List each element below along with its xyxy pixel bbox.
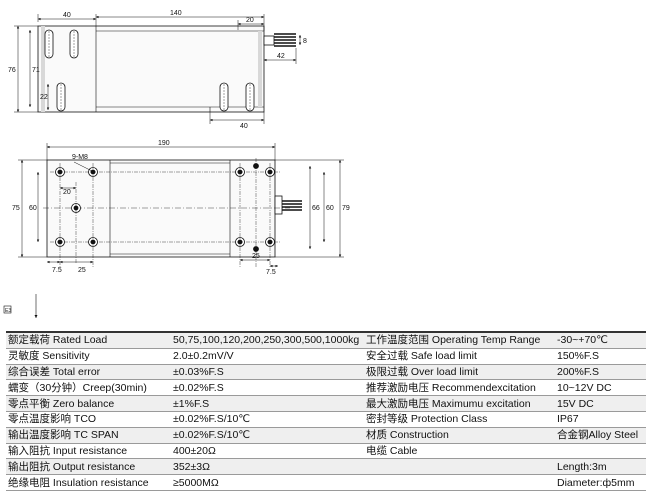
spec-value-2: 合金钢Alloy Steel — [555, 426, 646, 444]
dim-label: 71 — [32, 67, 40, 74]
spec-value: ≥5000MΩ — [171, 474, 364, 491]
dim-label: 7.5 — [266, 269, 276, 276]
spec-value: ±0.03%F.S — [171, 363, 364, 380]
small-connector-marker: E3 — [3, 294, 38, 318]
dim-label: 22 — [40, 94, 48, 101]
spec-label: 额定载荷 Rated Load — [6, 330, 171, 349]
dim-label: 20 — [246, 17, 254, 24]
spec-value: 50,75,100,120,200,250,300,500,1000kg — [171, 330, 364, 349]
spec-row: 绝缘电阻 Insulation resistance≥5000MΩ Diamete… — [6, 474, 646, 491]
dim-label: 7.5 — [52, 267, 62, 274]
spec-label: 灵敏度 Sensitivity — [6, 347, 171, 365]
spec-value-2: -30~+70℃ — [555, 330, 646, 349]
dim-label: 40 — [240, 123, 248, 130]
dim-label: 190 — [158, 140, 170, 147]
dim-label: 8 — [303, 38, 307, 45]
spec-value-2: 15V DC — [555, 395, 646, 412]
spec-label-2 — [364, 458, 555, 475]
spec-label-2: 安全过载 Safe load limit — [364, 347, 555, 365]
dim-label: 25 — [78, 267, 86, 274]
spec-value: 2.0±0.2mV/V — [171, 347, 364, 365]
spec-label-2: 推荐激励电压 Recommendexcitation — [364, 379, 555, 396]
top-view — [14, 14, 302, 124]
dim-label: 60 — [29, 205, 37, 212]
spec-label-2: 极限过载 Over load limit — [364, 363, 555, 380]
spec-label: 绝缘电阻 Insulation resistance — [6, 474, 171, 491]
spec-label: 零点平衡 Zero balance — [6, 395, 171, 412]
spec-label-2: 工作温度范围 Operating Temp Range — [364, 330, 555, 349]
spec-value-2: IP67 — [555, 410, 646, 428]
dim-label: 75 — [12, 205, 20, 212]
dim-label: 20 — [63, 189, 71, 196]
cable-gland — [263, 33, 296, 47]
spec-value-2: 150%F.S — [555, 347, 646, 365]
spec-label-2: 最大激励电压 Maximumu excitation — [364, 395, 555, 412]
dim-label: 60 — [326, 205, 334, 212]
spec-value-2: 10~12V DC — [555, 379, 646, 396]
spec-label-2 — [364, 474, 555, 491]
dim-label: 25 — [252, 253, 260, 260]
spec-label: 蠕变（30分钟）Creep(30min) — [6, 379, 171, 396]
top-view-dimensions: 40 140 20 8 42 76 71 22 40 — [8, 10, 307, 130]
spec-value-2: Length:3m — [555, 458, 646, 475]
spec-value: 352±3Ω — [171, 458, 364, 475]
spec-label: 输出阻抗 Output resistance — [6, 458, 171, 475]
dim-label: 140 — [170, 10, 182, 17]
dim-label: 40 — [63, 12, 71, 19]
small-label: E3 — [5, 308, 11, 314]
dim-label: 76 — [8, 67, 16, 74]
spec-label-2: 密封等级 Protection Class — [364, 410, 555, 428]
spec-label: 输出温度影响 TC SPAN — [6, 426, 171, 444]
spec-value: ±0.02%F.S/10℃ — [171, 410, 364, 428]
technical-drawing: 40 140 20 8 42 76 71 22 40 — [3, 10, 350, 318]
spec-value-2: Diameter:ф5mm — [555, 474, 646, 491]
cable-gland — [282, 200, 302, 211]
spec-label-2: 电缆 Cable — [364, 442, 555, 459]
spec-value: ±0.02%F.S/10℃ — [171, 426, 364, 444]
spec-label: 综合误差 Total error — [6, 363, 171, 380]
spec-value: ±0.02%F.S — [171, 379, 364, 396]
spec-label-2: 材质 Construction — [364, 426, 555, 444]
spec-label: 零点温度影响 TCO — [6, 410, 171, 428]
spec-value-2: 200%F.S — [555, 363, 646, 380]
dim-label: 42 — [277, 53, 285, 60]
spec-value-2 — [555, 442, 646, 459]
spec-value: ±1%F.S — [171, 395, 364, 412]
front-view-dimensions: 190 9-M8 20 75 60 66 60 79 7.5 25 25 7.5 — [12, 140, 350, 276]
spec-value: 400±20Ω — [171, 442, 364, 459]
hole-callout: 9-M8 — [72, 154, 88, 161]
spec-label: 输入阻抗 Input resistance — [6, 442, 171, 459]
dim-label: 66 — [312, 205, 320, 212]
front-view — [18, 143, 344, 268]
dim-label: 79 — [342, 205, 350, 212]
